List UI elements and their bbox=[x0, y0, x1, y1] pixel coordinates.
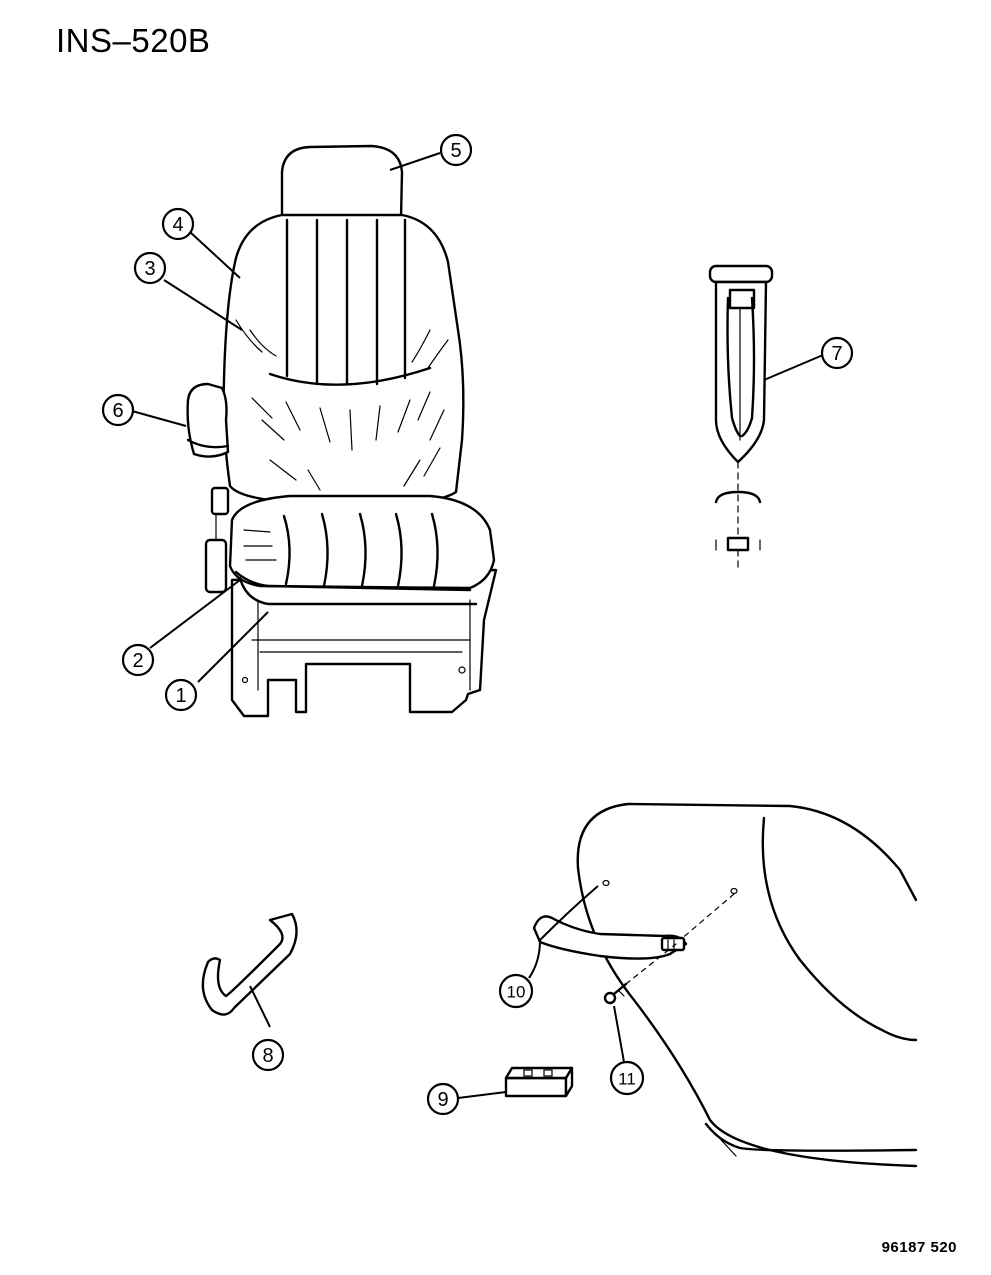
u-trim-drawing bbox=[201, 912, 298, 1016]
callout-2-label: 2 bbox=[132, 650, 143, 672]
callout-8: 8 bbox=[251, 1038, 285, 1072]
callout-leaders bbox=[131, 152, 824, 1099]
callout-7: 7 bbox=[820, 336, 854, 370]
callout-6-label: 6 bbox=[112, 400, 123, 422]
callout-11: 11 bbox=[609, 1060, 645, 1096]
callout-4: 4 bbox=[161, 207, 195, 241]
assist-handle-drawing bbox=[532, 915, 688, 960]
block-drawing bbox=[504, 1066, 574, 1098]
seat-frame-drawing bbox=[230, 568, 498, 718]
callout-3: 3 bbox=[133, 251, 167, 285]
callout-6: 6 bbox=[101, 393, 135, 427]
callout-10: 10 bbox=[498, 973, 534, 1009]
seat-assembly bbox=[186, 144, 498, 718]
callout-11-label: 11 bbox=[618, 1070, 636, 1089]
seat-back-drawing bbox=[222, 213, 465, 502]
recliner-lever-drawing bbox=[204, 486, 230, 594]
buckle-drawing bbox=[708, 264, 774, 571]
armrest-drawing bbox=[186, 382, 230, 458]
callout-3-label: 3 bbox=[144, 258, 155, 280]
seat-cushion-drawing bbox=[228, 494, 496, 606]
callout-1: 1 bbox=[164, 678, 198, 712]
callout-5: 5 bbox=[439, 133, 473, 167]
callout-8-label: 8 bbox=[262, 1045, 273, 1067]
callout-9-label: 9 bbox=[437, 1089, 448, 1111]
seat-side-panel-drawing bbox=[576, 802, 918, 1168]
callout-1-label: 1 bbox=[175, 685, 186, 707]
diagram-title: INS–520B bbox=[56, 22, 211, 59]
callout-10-label: 10 bbox=[507, 983, 526, 1002]
callout-2: 2 bbox=[121, 643, 155, 677]
callout-5-label: 5 bbox=[450, 140, 461, 162]
screw-drawing bbox=[603, 943, 677, 1005]
figure-code: 96187 520 bbox=[881, 1239, 957, 1256]
callout-4-label: 4 bbox=[172, 214, 183, 236]
callout-7-label: 7 bbox=[831, 343, 842, 365]
callout-9: 9 bbox=[426, 1082, 460, 1116]
